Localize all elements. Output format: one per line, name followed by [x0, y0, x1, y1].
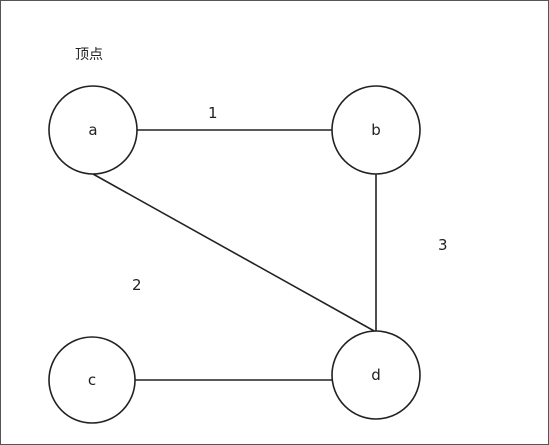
node-label-c: c [88, 371, 96, 389]
node-d: d [331, 330, 421, 420]
caption-label: 顶点 [75, 47, 103, 63]
node-label-a: a [88, 121, 97, 139]
edge-label-b-d: 3 [438, 236, 448, 254]
node-label-b: b [371, 121, 381, 139]
node-c: c [48, 336, 136, 424]
edge-label-a-b: 1 [208, 104, 218, 122]
node-b: b [331, 85, 421, 175]
node-label-d: d [371, 366, 381, 384]
edge-label-a-d: 2 [132, 276, 142, 294]
edge-a-d [92, 173, 377, 333]
node-a: a [48, 85, 138, 175]
